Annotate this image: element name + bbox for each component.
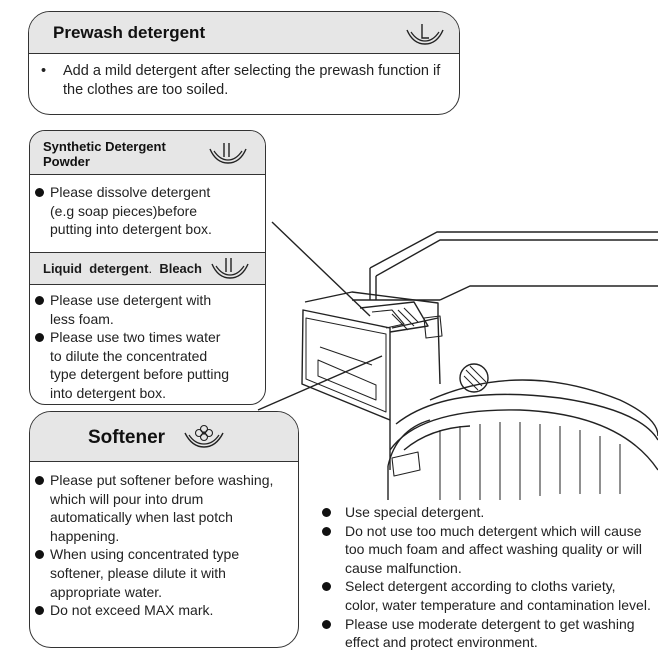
list-item: Please use detergent with less foam. [35, 291, 235, 328]
list-item: Do not exceed MAX mark. [35, 601, 280, 620]
softener-item-0: Please put softener before washing, whic… [50, 472, 274, 544]
prewash-header: Prewash detergent [29, 12, 459, 54]
synthetic-title-line1: Synthetic Detergent [43, 139, 166, 154]
prewash-box: Prewash detergent • Add a mild detergent… [28, 11, 460, 115]
bullet-dot [35, 295, 44, 305]
synthetic-title-line2: Powder [43, 154, 90, 169]
prewash-text-row: • Add a mild detergent after selecting t… [41, 62, 451, 100]
flower-softener-icon [184, 424, 224, 448]
bullet-dot [35, 332, 44, 342]
list-item: Please put softener before washing, whic… [35, 471, 280, 545]
general-item-1: Do not use too much detergent which will… [345, 522, 643, 576]
leader-line [257, 355, 383, 411]
detergent-compartment-icon [406, 24, 444, 45]
prewash-title: Prewash detergent [53, 23, 206, 42]
bullet-dot [322, 619, 331, 629]
synthetic-item-0: Please dissolve detergent (e.g soap piec… [50, 184, 212, 238]
liquid-title-dot: . [148, 261, 153, 276]
list-item: Select detergent according to cloths var… [322, 577, 652, 614]
bullet-dot [322, 526, 331, 536]
liquid-title-b: Bleach [159, 261, 202, 276]
list-item: When using concentrated type softener, p… [35, 545, 280, 601]
softener-header: Softener [30, 412, 298, 462]
general-item-3: Please use moderate detergent to get was… [345, 615, 635, 651]
general-list: Use special detergent. Do not use too mu… [322, 503, 652, 652]
softener-box: Softener Please put softener before wash… [29, 411, 299, 648]
softener-item-2: Do not exceed MAX mark. [50, 602, 214, 619]
softener-title: Softener [88, 427, 166, 448]
list-item: Use special detergent. [322, 503, 652, 522]
liquid-item-1: Please use two times water to dilute the… [50, 329, 230, 401]
list-item: Please dissolve detergent (e.g soap piec… [35, 183, 220, 239]
synthetic-list: Please dissolve detergent (e.g soap piec… [35, 183, 220, 239]
softener-list: Please put softener before washing, whic… [35, 471, 280, 620]
leader-line [271, 221, 371, 317]
softener-item-1: When using concentrated type softener, p… [50, 546, 240, 600]
detergent-compartment-icon [211, 258, 249, 279]
bullet-dot [322, 508, 331, 517]
liquid-title-a: Liquid detergent [43, 261, 149, 276]
bullet-dot [35, 549, 44, 559]
list-item: Do not use too much detergent which will… [322, 522, 652, 578]
list-item: Please use two times water to dilute the… [35, 328, 235, 402]
detergent-compartment-icon [209, 143, 247, 164]
prewash-bullet: • [41, 63, 47, 79]
liquid-title: Liquid detergent. Bleach [43, 261, 202, 276]
general-item-0: Use special detergent. [345, 504, 485, 520]
general-item-2: Select detergent according to cloths var… [345, 578, 651, 613]
synthetic-header: Synthetic Detergent Powder [30, 131, 265, 175]
bullet-dot [322, 582, 331, 592]
liquid-item-0: Please use detergent with less foam. [50, 292, 212, 327]
liquid-header: Liquid detergent. Bleach [30, 252, 265, 285]
detergent-box: Synthetic Detergent Powder Please dissol… [29, 130, 266, 405]
bullet-dot [35, 475, 44, 485]
prewash-text: Add a mild detergent after selecting the… [63, 63, 441, 98]
bullet-dot [35, 605, 44, 615]
bullet-dot [35, 187, 44, 197]
liquid-list: Please use detergent with less foam. Ple… [35, 291, 235, 403]
list-item: Please use moderate detergent to get was… [322, 615, 652, 652]
